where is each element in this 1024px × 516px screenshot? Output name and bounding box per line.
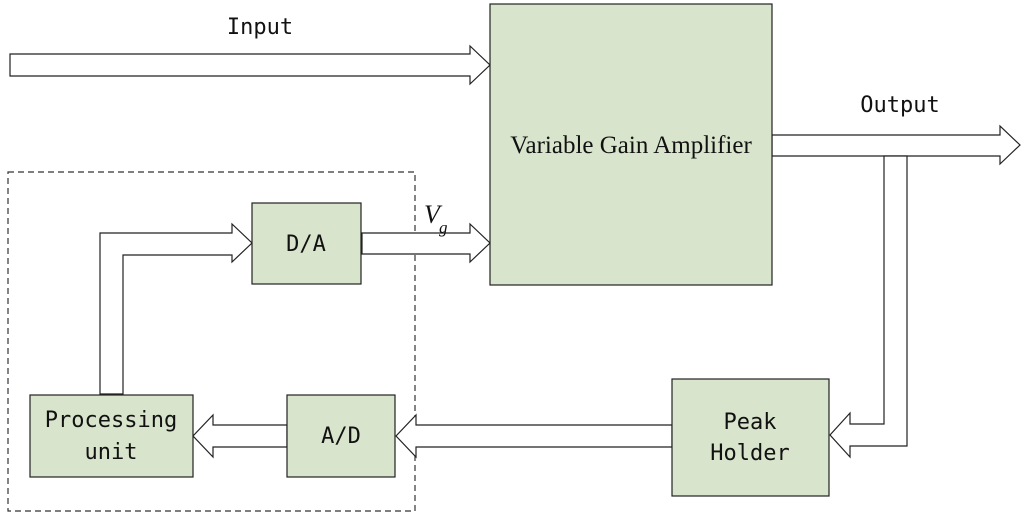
peak-to-ad-arrow (395, 413, 673, 459)
feedback-arrow (829, 155, 908, 459)
ad-label: A/D (321, 424, 361, 449)
output-arrow (771, 124, 1021, 166)
processing-label-line2: unit (85, 440, 138, 465)
input-arrow (9, 44, 491, 86)
control-loop-boundary (7, 171, 416, 512)
processing-label-line1: Processing (45, 408, 177, 433)
vg-subscript: g (439, 218, 448, 237)
processing-to-da-arrow (99, 222, 253, 395)
peak-holder-block (671, 378, 830, 497)
input-label: Input (227, 15, 293, 40)
peak-label-line1: Peak (724, 410, 777, 435)
vg-arrow (361, 222, 491, 264)
variable-gain-amplifier-block (489, 3, 773, 286)
da-block (251, 202, 362, 285)
peak-label-line2: Holder (710, 441, 789, 466)
ad-block (286, 394, 396, 478)
processing-unit-block (29, 394, 194, 478)
vg-label: V (424, 200, 443, 229)
da-label: D/A (286, 232, 326, 257)
output-label: Output (860, 93, 939, 118)
ad-to-processing-arrow (192, 413, 288, 459)
vga-label: Variable Gain Amplifier (510, 132, 752, 159)
